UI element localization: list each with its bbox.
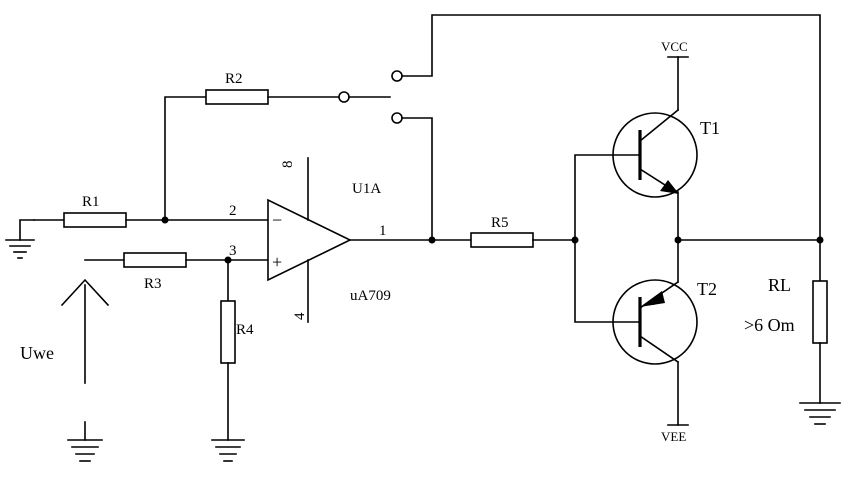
r5-label: R5: [491, 215, 509, 231]
switch-common-contact[interactable]: [338, 91, 350, 103]
junction-output-switch: [428, 236, 436, 244]
pin-2-label: 2: [229, 203, 237, 219]
op-amp-u1a: [267, 157, 352, 323]
op-amp-triangle: [267, 198, 352, 282]
pin-8-label: 8: [280, 161, 296, 169]
transistor-t1-npn: [612, 108, 698, 198]
op-amp-model-label: uA709: [350, 288, 391, 304]
ground-symbol-input: [5, 219, 35, 259]
ground-symbol-r4: [211, 362, 245, 462]
resistor-r3: [123, 252, 187, 268]
op-amp-plus-sign: +: [272, 252, 282, 272]
pin-3-label: 3: [229, 243, 237, 259]
r3-label: R3: [144, 276, 162, 292]
wire-t2-base: [574, 239, 641, 323]
rl-value-label: >6 Om: [744, 315, 795, 335]
r2-label: R2: [225, 71, 243, 87]
resistor-r1: [63, 212, 127, 228]
transistor-t2-pnp: [612, 279, 698, 365]
resistor-rl: [812, 280, 828, 344]
input-voltage-label: Uwe: [20, 343, 54, 363]
feedback-switch[interactable]: [338, 70, 403, 124]
switch-contact-lower[interactable]: [391, 112, 403, 124]
resistor-r4: [220, 300, 236, 364]
t1-label: T1: [700, 118, 720, 138]
switch-contact-upper[interactable]: [391, 70, 403, 82]
t2-label: T2: [697, 279, 717, 299]
ground-symbol-uwe: [67, 421, 103, 462]
resistor-r2: [205, 89, 269, 105]
op-amp-minus-sign: −: [272, 210, 282, 230]
wire-feedback-from-output: [401, 14, 821, 241]
pin-1-label: 1: [379, 223, 387, 239]
op-amp-ref-label: U1A: [352, 181, 381, 197]
vcc-label: VCC: [661, 39, 688, 54]
wire-t1-base: [574, 154, 641, 241]
wire-r2-left: [164, 96, 207, 221]
resistor-r5: [470, 232, 534, 248]
input-voltage-arrow: [60, 278, 110, 384]
r4-label: R4: [236, 322, 254, 338]
vee-label: VEE: [661, 429, 686, 444]
pin-4-label: 4: [292, 312, 308, 320]
r1-label: R1: [82, 194, 100, 210]
rl-label: RL: [768, 275, 791, 295]
ground-symbol-load: [799, 342, 841, 425]
wire-feedback-from-opamp: [401, 117, 433, 241]
